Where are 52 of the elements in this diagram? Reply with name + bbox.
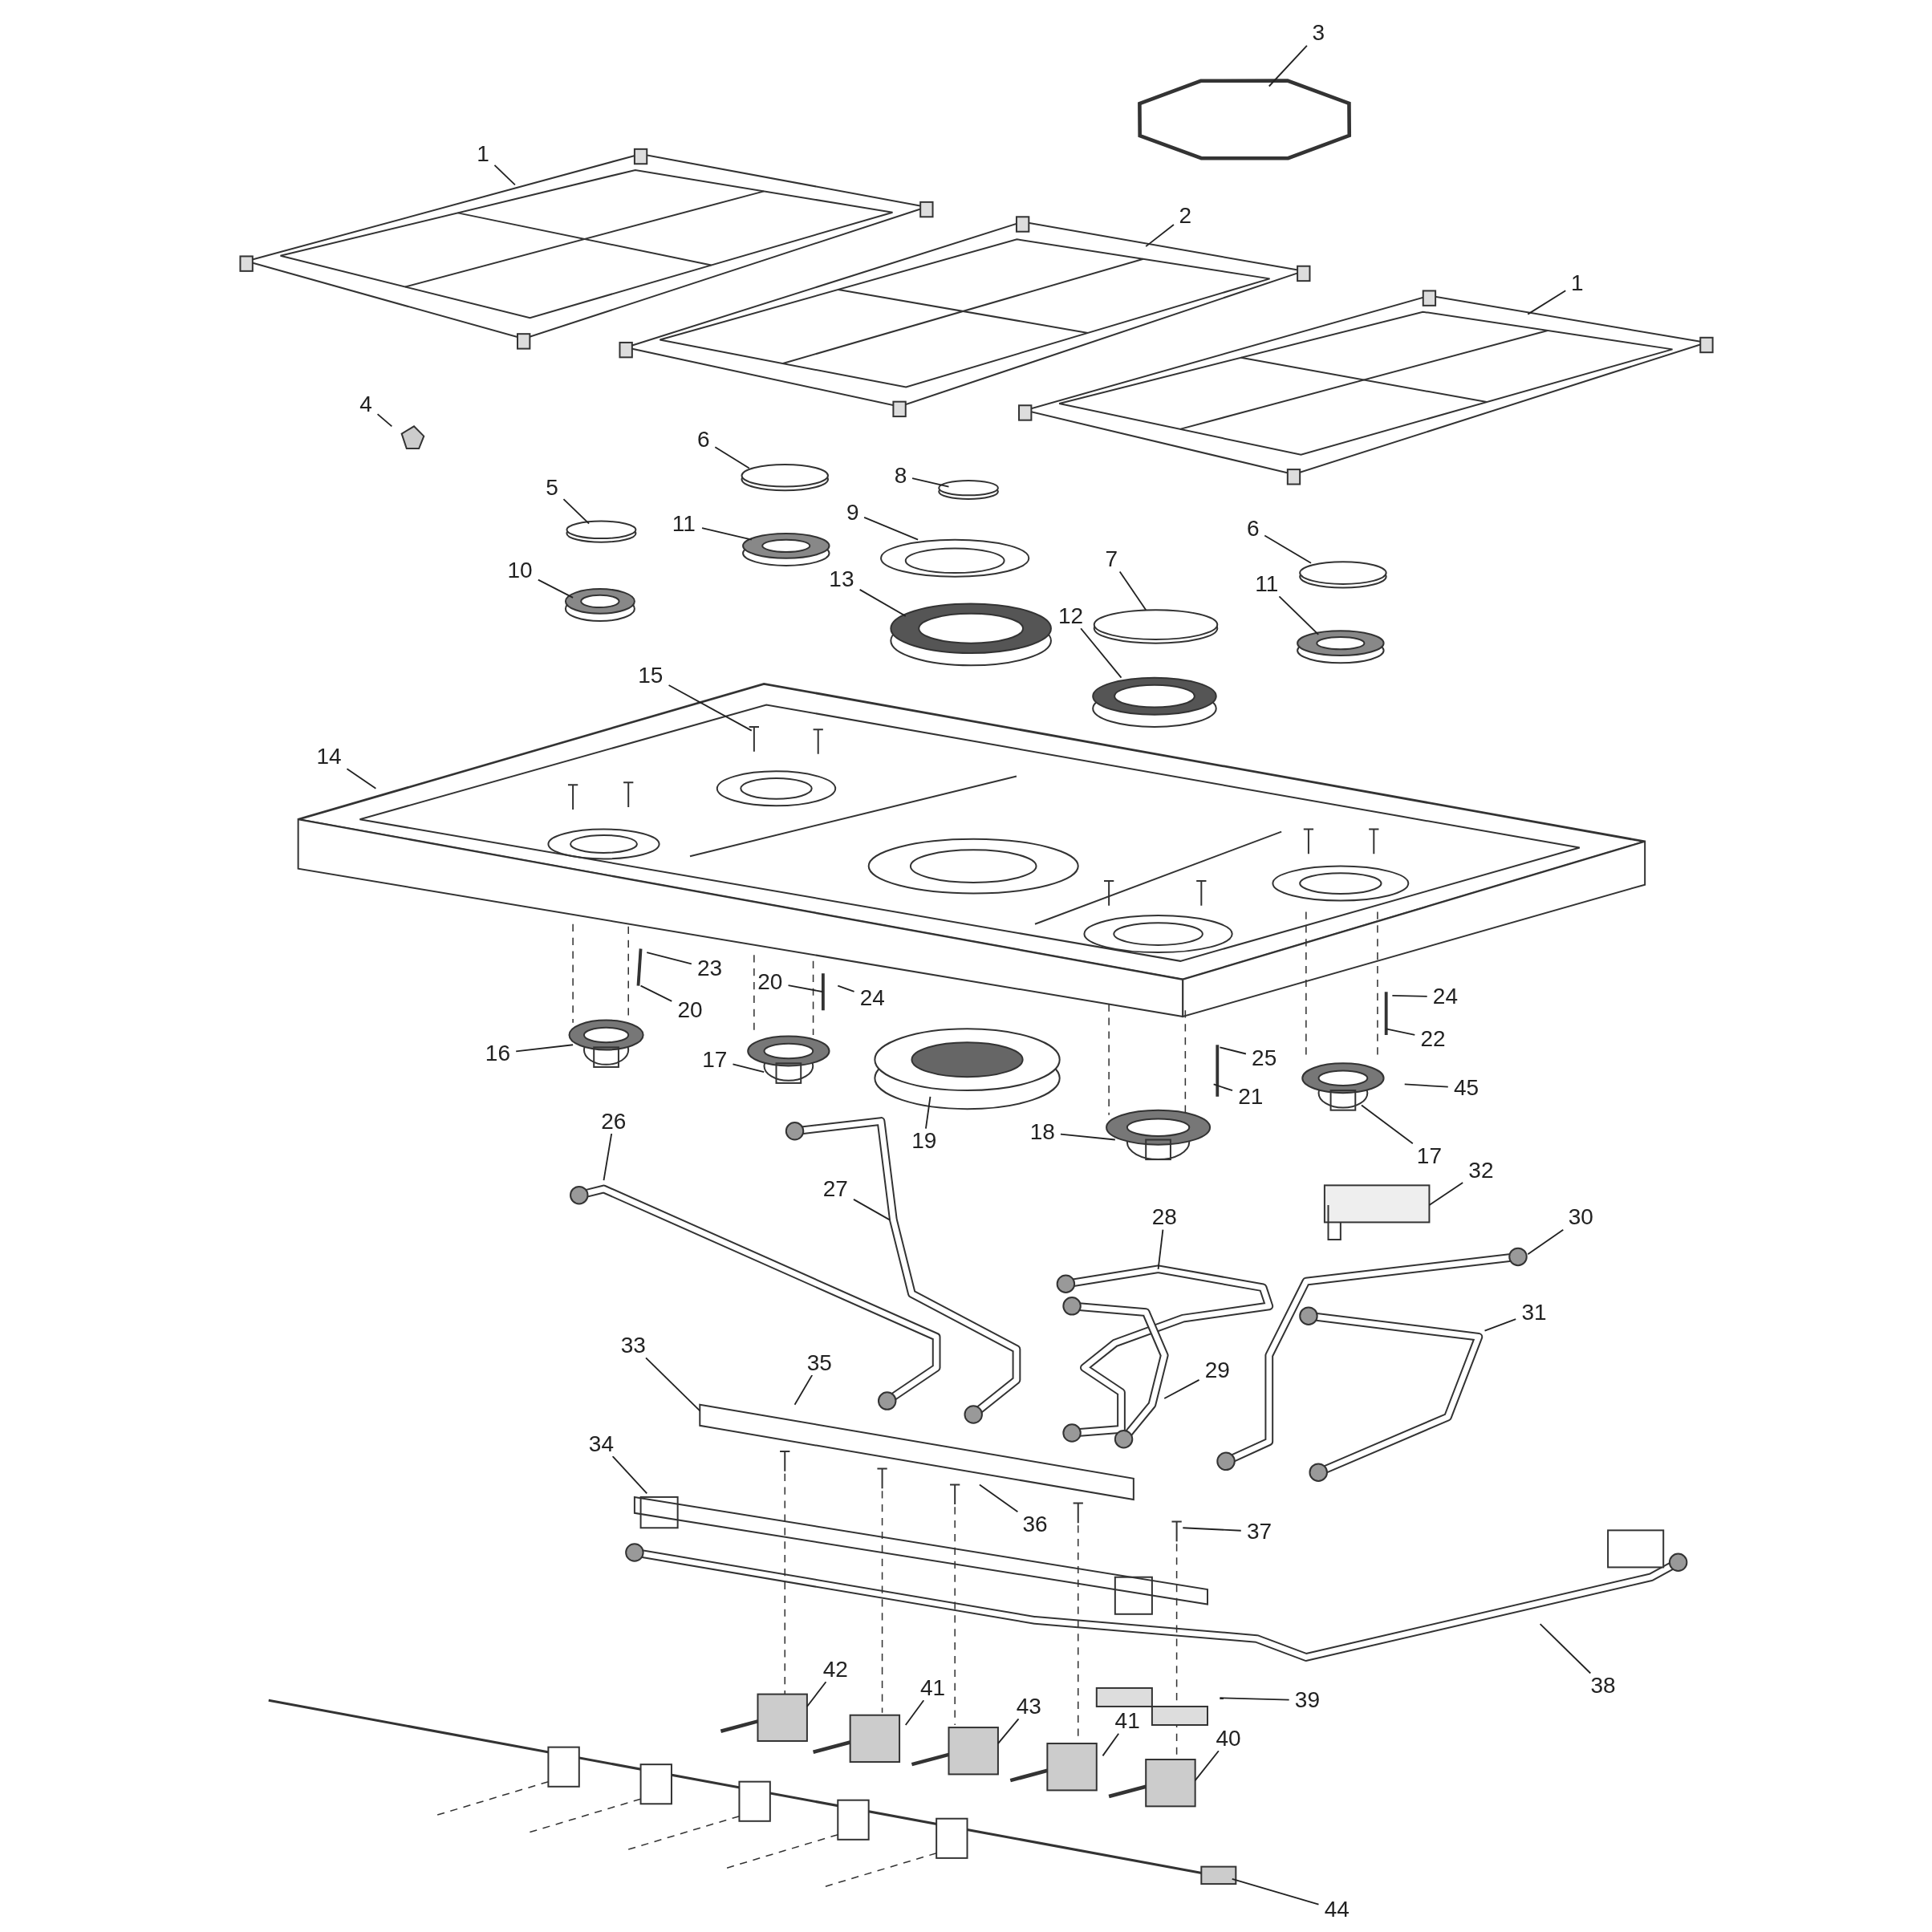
leader-line: [732, 1063, 765, 1073]
leader-line: [645, 1357, 701, 1412]
leader-line: [1080, 627, 1122, 679]
leader-line: [853, 1198, 891, 1221]
leader-line: [911, 477, 950, 488]
leader-line: [1278, 595, 1320, 635]
leader-line: [1361, 1104, 1414, 1145]
leader-line: [1403, 1083, 1449, 1088]
leader-line: [806, 1681, 827, 1707]
leader-line: [858, 589, 907, 617]
leader-line: [1212, 1083, 1233, 1092]
leader-line: [1219, 1697, 1290, 1701]
leader-line: [1484, 1318, 1517, 1332]
leader-line: [997, 1718, 1020, 1744]
leader-line: [603, 1132, 613, 1182]
leader-line: [1102, 1732, 1120, 1757]
leader-line: [537, 578, 574, 599]
leader-line: [1527, 290, 1567, 315]
leader-line: [1527, 1228, 1565, 1256]
leader-line: [1391, 994, 1428, 997]
leader-line: [714, 446, 750, 469]
leader-line: [376, 413, 393, 428]
leader-line: [1219, 1046, 1247, 1055]
leader-line: [978, 1484, 1019, 1513]
leader-line: [925, 1095, 932, 1130]
leader-line: [1231, 1878, 1320, 1906]
leader-line: [1194, 1750, 1220, 1782]
leader-line: [701, 527, 753, 541]
leader-line: [1157, 1228, 1164, 1270]
leader-line: [1182, 1527, 1242, 1532]
leader-line: [1060, 1133, 1116, 1141]
leader-line: [1118, 570, 1147, 611]
leader-line: [1264, 534, 1312, 564]
leader-line: [346, 768, 377, 789]
leader-line: [794, 1374, 814, 1406]
leader-line: [787, 984, 824, 993]
leader-line: [1385, 1028, 1416, 1036]
leader-line: [1539, 1623, 1592, 1674]
leader-line: [904, 1699, 925, 1726]
leader-line: [1145, 224, 1175, 248]
leader-line: [639, 984, 673, 1002]
leader-line: [493, 164, 516, 186]
leader-line: [646, 952, 692, 965]
leader-line: [611, 1455, 648, 1495]
leader-line: [863, 516, 919, 541]
leader-line: [1163, 1378, 1200, 1399]
leader-line: [515, 1044, 574, 1053]
leader-line: [668, 684, 753, 732]
leader-line: [837, 984, 855, 992]
leader-line: [562, 498, 590, 525]
leader-line: [1428, 1182, 1464, 1206]
leader-line: [1268, 44, 1308, 87]
